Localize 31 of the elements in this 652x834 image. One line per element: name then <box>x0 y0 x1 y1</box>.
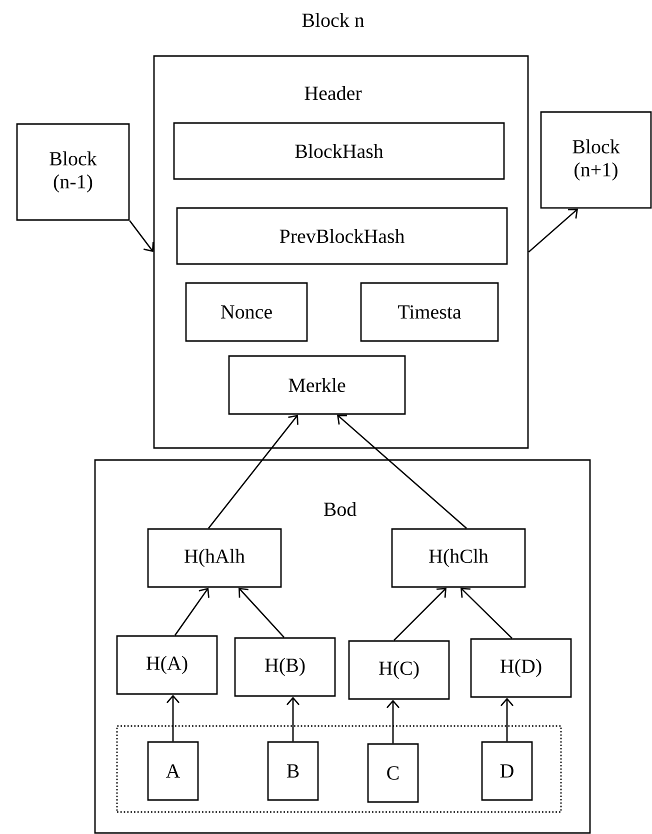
arrow <box>394 588 446 641</box>
node-label: Block n <box>302 12 364 28</box>
hash-box: H(D) <box>470 638 572 698</box>
arrow <box>208 414 298 529</box>
arrow <box>500 698 514 742</box>
arrow <box>286 696 300 742</box>
arrow <box>238 588 285 638</box>
arrow <box>528 208 578 253</box>
hash-box: H(hAlh <box>147 528 282 588</box>
data-box: C <box>367 743 419 803</box>
arrow <box>386 700 400 744</box>
arrow <box>174 588 210 636</box>
arrow <box>166 694 180 742</box>
field-box: Merkle <box>228 355 406 415</box>
field-box: PrevBlockHash <box>176 207 508 265</box>
hash-box: H(A) <box>116 635 218 695</box>
data-box: A <box>147 741 199 801</box>
arrow <box>337 414 467 529</box>
arrow <box>460 588 512 639</box>
data-box: B <box>267 741 319 801</box>
block-box: Block (n+1) <box>540 111 652 209</box>
block-box: Block (n-1) <box>16 123 130 221</box>
hash-box: H(C) <box>348 640 450 700</box>
hash-box: H(B) <box>234 637 336 697</box>
field-box: BlockHash <box>173 122 505 180</box>
dotted-box <box>116 725 562 813</box>
field-box: Timesta <box>360 282 499 342</box>
field-box: Nonce <box>185 282 308 342</box>
hash-box: H(hClh <box>391 528 526 588</box>
arrow <box>129 220 154 252</box>
data-box: D <box>481 741 533 801</box>
